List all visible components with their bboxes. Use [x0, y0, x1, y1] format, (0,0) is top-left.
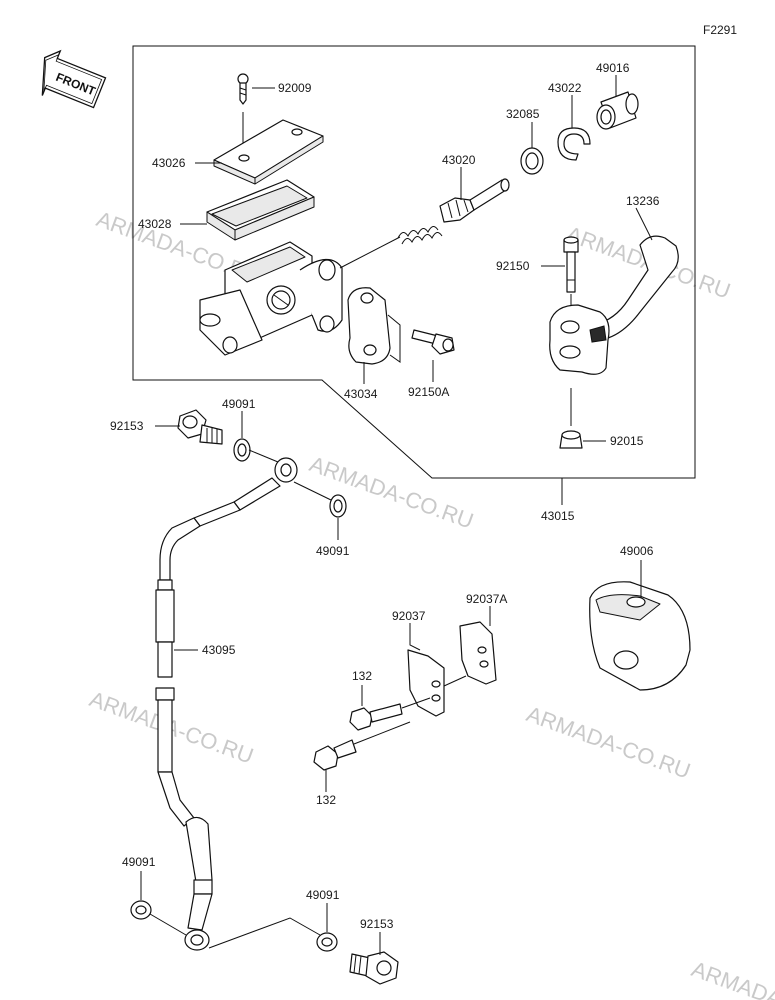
assembly-outline: [132, 45, 696, 479]
washer-49091-b: [329, 494, 347, 518]
front-arrow: FRONT: [41, 49, 107, 109]
washer-49091-c: [130, 900, 152, 920]
label-92015: 92015: [610, 434, 644, 448]
label-43026: 43026: [152, 156, 186, 170]
pivot-bolt-92150: [563, 236, 579, 293]
brake-hose-43095: [155, 457, 298, 951]
washer-49091-d: [316, 932, 338, 952]
label-49006: 49006: [620, 544, 654, 558]
label-43020: 43020: [442, 153, 476, 167]
label-43022: 43022: [548, 81, 582, 95]
washer-32085: [520, 147, 544, 175]
washer-49091-a: [233, 438, 251, 462]
label-43015: 43015: [541, 509, 575, 523]
piston-43020: [397, 178, 510, 245]
boot-49016: [596, 91, 639, 130]
bolt-92150A: [411, 329, 455, 355]
clamp-43034: [347, 287, 391, 365]
label-92153-lower: 92153: [360, 917, 394, 931]
watermark-3: ARMADA-CO.RU: [306, 451, 477, 533]
diaphragm-43028: [206, 179, 315, 241]
label-43095: 43095: [202, 643, 236, 657]
lever-13236: [549, 235, 679, 375]
label-92009: 92009: [278, 81, 312, 95]
bracket-92037: [407, 649, 445, 717]
cover-43026: [213, 119, 324, 185]
watermark-5: ARMADA-CO.RU: [523, 701, 694, 783]
label-92150: 92150: [496, 259, 530, 273]
watermark-6: ARMADA-CO.RU: [688, 956, 775, 1000]
label-92150A: 92150A: [408, 385, 449, 399]
label-49016: 49016: [596, 61, 630, 75]
label-43028: 43028: [138, 217, 172, 231]
label-49091-d: 49091: [306, 888, 340, 902]
label-92037A: 92037A: [466, 592, 507, 606]
label-13236: 13236: [626, 194, 660, 208]
label-92153-upper: 92153: [110, 419, 144, 433]
bolt-132-upper: [349, 703, 403, 731]
label-49091-b: 49091: [316, 544, 350, 558]
label-32085: 32085: [506, 107, 540, 121]
label-132-lower: 132: [316, 793, 336, 807]
master-cylinder-body: [199, 241, 343, 356]
label-132-upper: 132: [352, 669, 372, 683]
circlip-43022: [557, 127, 591, 161]
label-49091-c: 49091: [122, 855, 156, 869]
screw-92009: [237, 73, 249, 105]
part-labels: 92009 43026 43028 43020 32085 43022 4901…: [110, 61, 660, 931]
cover-49006: [589, 581, 691, 691]
label-43034: 43034: [344, 387, 378, 401]
diagram-id: F2291: [703, 23, 737, 37]
bracket-92037A: [459, 621, 497, 685]
banjo-bolt-92153-upper: [177, 409, 223, 445]
nut-92015: [559, 430, 583, 449]
banjo-bolt-92153-lower: [349, 951, 399, 985]
label-49091-a: 49091: [222, 397, 256, 411]
label-92037: 92037: [392, 609, 426, 623]
bolt-132-lower: [313, 739, 357, 771]
